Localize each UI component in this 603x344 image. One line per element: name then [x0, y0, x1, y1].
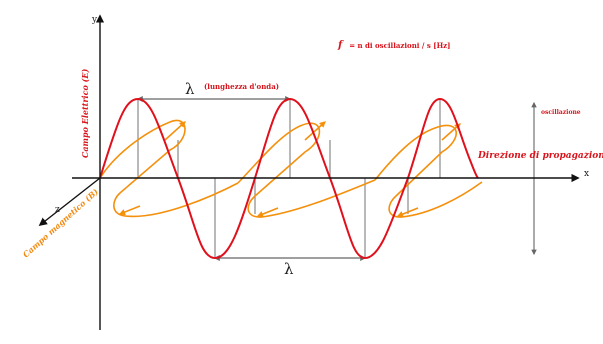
wavelength-top-text: (lunghezza d'onda) [204, 82, 279, 91]
z-axis [38, 177, 101, 227]
x-axis-letter: x [584, 169, 589, 179]
magnetic-field-wave [99, 119, 483, 218]
y-axis-letter: y [91, 15, 98, 25]
magnetic-field-label: Campo magnetico (B) [21, 186, 101, 259]
axes [38, 14, 580, 330]
wavelength-top-symbol: λ [185, 80, 195, 98]
wavelength-bottom-symbol: λ [284, 260, 294, 278]
propagation-label: Direzione di propagazione [477, 151, 603, 161]
frequency-formula: f = n di oscillazioni / s [Hz] [337, 40, 450, 51]
electric-field-label: Campo Elettrico (E) [80, 69, 90, 158]
z-axis-letter: z [55, 205, 60, 215]
oscillation-label: oscillazione [541, 109, 581, 116]
electric-field-wave [99, 97, 479, 260]
